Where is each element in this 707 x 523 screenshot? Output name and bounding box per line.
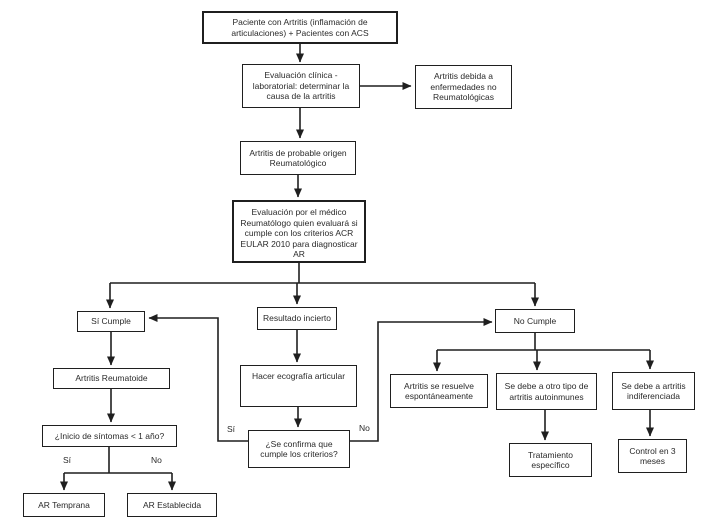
node-ar-establecida: AR Establecida (127, 493, 217, 517)
node-se-confirma-criterios: ¿Se confirma que cumple los criterios? (248, 430, 350, 468)
node-si-cumple: Sí Cumple (77, 311, 145, 332)
node-evaluacion-medico-reumatologo: Evaluación por el médico Reumatólogo qui… (232, 200, 366, 263)
node-otro-tipo-artritis-autoinmunes: Se debe a otro tipo de artritis autoinmu… (496, 373, 597, 410)
node-evaluacion-clinica: Evaluación clínica - laboratorial: deter… (242, 64, 360, 108)
node-tratamiento-especifico: Tratamiento específico (509, 443, 592, 477)
node-inicio-sintomas: ¿Inicio de síntomas < 1 año? (42, 425, 177, 447)
edge-label-inicio-si: Sí (62, 455, 73, 465)
node-no-cumple: No Cumple (495, 309, 575, 333)
node-ar-temprana: AR Temprana (23, 493, 105, 517)
edge-label-inicio-no: No (150, 455, 163, 465)
node-artritis-se-resuelve: Artritis se resuelve espontáneamente (390, 374, 488, 408)
node-hacer-ecografia: Hacer ecografía articular (240, 365, 357, 407)
node-probable-origen-reumatologico: Artritis de probable origen Reumatológic… (240, 141, 356, 175)
node-artritis-reumatoide: Artritis Reumatoide (53, 368, 170, 389)
node-artritis-indiferenciada: Se debe a artritis indiferenciada (612, 372, 695, 410)
edge-label-confirma-no: No (358, 423, 371, 433)
node-paciente-artritis: Paciente con Artritis (inflamación de ar… (202, 11, 398, 44)
node-artritis-no-reumatologica: Artritis debida a enfermedades no Reumat… (415, 65, 512, 109)
node-resultado-incierto: Resultado incierto (257, 307, 337, 330)
node-control-3-meses: Control en 3 meses (618, 439, 687, 473)
edge-label-confirma-si: Sí (226, 424, 237, 434)
